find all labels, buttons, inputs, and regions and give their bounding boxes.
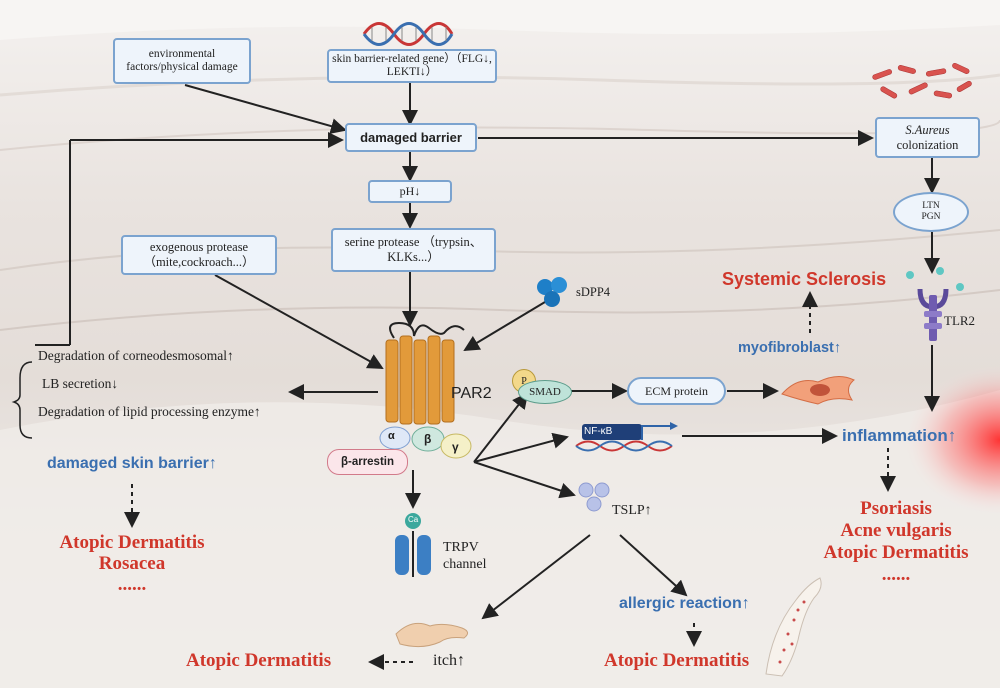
saureus-name: S.Aureus [905,122,950,137]
left-disease-2: Rosacea [98,553,166,574]
serine-protease-box: serine protease （trypsin、KLKs...） [331,228,496,272]
beta-arrestin-pill: β-arrestin [327,449,408,475]
alpha-subunit-label: α [388,430,395,442]
phospho-p-label: P [521,375,527,387]
damaged-barrier-box: damaged barrier [345,123,477,152]
par2-receptor-icon [379,321,472,459]
myofibroblast-icon [781,376,855,405]
tslp-icon [578,482,610,512]
smad-label: SMAD [529,386,561,398]
ecm-protein-text: ECM protein [645,383,708,398]
sdpp4-icon [537,277,567,307]
ltn-pgn-text: LTN PGN [921,201,941,222]
lb-secretion: LB secretion↓ [42,376,119,391]
allergic-reaction-outcome: allergic reaction↑ [619,595,750,612]
scratching-hand-icon [395,622,468,648]
left-disease-1: Atopic Dermatitis [59,532,205,553]
par2-label: PAR2 [451,385,492,402]
tslp-label: TSLP↑ [612,503,652,518]
degradation-lipid-enzyme: Degradation of lipid processing enzyme↑ [38,404,261,419]
left-disease-list: Atopic Dermatitis Rosacea ...... [10,532,254,595]
environmental-factors-text: environmental factors/physical damage [126,48,238,73]
gene-box: skin barrier-related gene）（FLG↓, LEKTI↓） [327,49,497,83]
degradation-corneodesmosomal: Degradation of corneodesmosomal↑ [38,348,234,363]
tlr2-receptor-icon [906,267,964,341]
ph-text: pH↓ [399,184,421,198]
nfkb-dna-icon [575,422,678,452]
atopic-dermatitis-itch: Atopic Dermatitis [186,650,332,671]
trpv-label: TRPV channel [443,540,487,572]
right-disease-3: Atopic Dermatitis [823,542,969,563]
inflammation-outcome: inflammation↑ [842,426,957,445]
serine-protease-text: serine protease （trypsin、KLKs...） [344,235,483,264]
saureus-box: S.Aureus colonization [875,117,980,158]
ph-box: pH↓ [368,180,452,203]
nfkb-label: NF-κB [584,426,613,437]
right-disease-1: Psoriasis [860,498,932,519]
beta-subunit-label: β [424,432,432,446]
trpv-channel-icon [395,513,431,577]
arm-rash-icon [765,577,822,677]
damaged-skin-barrier-outcome: damaged skin barrier↑ [47,455,217,472]
exogenous-protease-box: exogenous protease （mite,cockroach...） [121,235,277,275]
atopic-dermatitis-allergic: Atopic Dermatitis [604,650,750,671]
right-disease-2: Acne vulgaris [840,520,952,541]
right-disease-list: Psoriasis Acne vulgaris Atopic Dermatiti… [812,498,980,586]
list-brace [11,361,33,439]
saureus-colonization: colonization [896,137,959,152]
ecm-protein-box: ECM protein [627,377,726,405]
itch-label: itch↑ [433,652,465,669]
gamma-subunit-label: γ [452,440,459,454]
right-disease-4: ...... [881,564,911,585]
myofibroblast-outcome: myofibroblast↑ [738,340,842,356]
sdpp4-label: sDPP4 [576,285,611,299]
ltn-pgn-ellipse: LTN PGN [893,192,969,232]
bacteria-icon [872,62,972,99]
exogenous-protease-text: exogenous protease （mite,cockroach...） [143,240,255,269]
systemic-sclerosis-outcome: Systemic Sclerosis [722,269,887,289]
left-disease-3: ...... [117,574,147,595]
tlr2-label: TLR2 [944,313,976,328]
dna-icon [362,22,454,46]
beta-arrestin-label: β-arrestin [340,456,395,468]
calcium-label: Ca [408,515,419,524]
damaged-barrier-text: damaged barrier [360,130,462,145]
smad-ellipse: SMAD [518,380,572,404]
gene-text: skin barrier-related gene）（FLG↓, LEKTI↓） [332,53,492,78]
environmental-factors-box: environmental factors/physical damage [113,38,251,84]
